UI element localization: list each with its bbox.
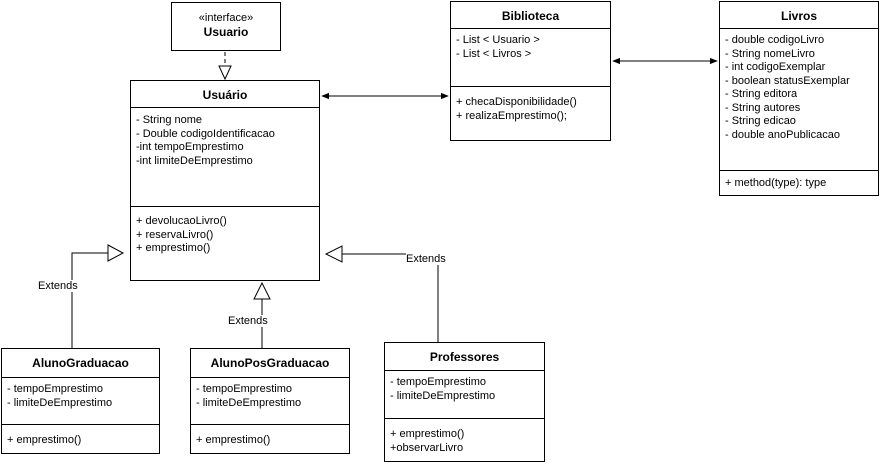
attribute: - String nome (136, 114, 203, 126)
class-livros-box: Livros - double codigoLivro - String nom… (719, 1, 879, 196)
interface-name: Usuario (203, 25, 249, 39)
attribute: - tempoEmprestimo (7, 383, 103, 395)
attribute: - double codigoLivro (725, 34, 825, 46)
attribute: -int tempoEmprestimo (136, 141, 244, 153)
class-aluno-pos-box: AlunoPosGraduacao - tempoEmprestimo - li… (190, 348, 350, 454)
class-biblioteca-methods: + checaDisponibilidade() + realizaEmpres… (451, 86, 610, 123)
attribute: - Double codigoIdentificacao (136, 127, 275, 140)
interface-usuario-box: «interface» Usuario (171, 2, 281, 51)
interface-stereotype: «interface» (198, 12, 254, 24)
attribute: -int limiteDeEmprestimo (136, 154, 253, 167)
class-usuario-attributes: - String nome - Double codigoIdentificac… (131, 107, 319, 168)
class-livros-attributes: - double codigoLivro - String nomeLivro … (720, 28, 878, 142)
class-aluno-pos-name: AlunoPosGraduacao (210, 356, 330, 370)
class-aluno-graduacao-box: AlunoGraduacao - tempoEmprestimo - limit… (1, 348, 160, 454)
attribute: - boolean statusExemplar (725, 74, 850, 87)
extends-label-right: Extends (406, 253, 446, 265)
method: + reservaLivro() (136, 228, 214, 241)
class-professores-attributes: - tempoEmprestimo - limiteDeEmprestimo (385, 370, 544, 403)
method: + emprestimo() (390, 428, 465, 440)
attribute: - tempoEmprestimo (196, 383, 292, 395)
method: + method(type): type (725, 177, 827, 189)
attribute: - String editora (725, 88, 798, 100)
generalization-right-line (342, 253, 439, 342)
class-aluno-pos-attributes: - tempoEmprestimo - limiteDeEmprestimo (191, 377, 349, 410)
attribute: - String edicao (725, 115, 796, 127)
class-professores-box: Professores - tempoEmprestimo - limiteDe… (384, 342, 545, 462)
attribute: - String autores (725, 101, 801, 114)
class-usuario-box: Usuário - String nome - Double codigoIde… (130, 80, 320, 281)
class-biblioteca-name: Biblioteca (501, 9, 560, 23)
class-professores-name: Professores (429, 350, 500, 364)
generalization-left-arrowhead (107, 244, 125, 262)
attribute: - List < Usuario > (456, 34, 540, 46)
class-aluno-graduacao-name: AlunoGraduacao (32, 356, 129, 370)
class-usuario-name: Usuário (202, 88, 248, 102)
class-aluno-pos-methods: + emprestimo() (191, 424, 349, 448)
attribute: - int codigoExemplar (725, 61, 826, 73)
method: + emprestimo() (196, 434, 271, 446)
class-aluno-graduacao-methods: + emprestimo() (2, 424, 159, 448)
method: + emprestimo() (7, 434, 82, 446)
generalization-mid-arrowhead (253, 281, 271, 300)
class-professores-methods: + emprestimo() +observarLivro (385, 418, 544, 455)
class-livros-methods: + method(type): type (720, 170, 878, 191)
attribute: - limiteDeEmprestimo (196, 396, 302, 409)
attribute: - List < Livros > (456, 47, 532, 60)
attribute: - limiteDeEmprestimo (7, 396, 113, 409)
method: + devolucaoLivro() (136, 215, 227, 227)
generalization-right-arrowhead (324, 245, 343, 263)
attribute: - double anoPublicacao (725, 128, 840, 141)
method: +observarLivro (390, 441, 464, 454)
class-biblioteca-attributes: - List < Usuario > - List < Livros > (451, 28, 610, 61)
generalization-left-line (71, 252, 108, 348)
method: + realizaEmprestimo(); (456, 109, 567, 122)
class-aluno-graduacao-attributes: - tempoEmprestimo - limiteDeEmprestimo (2, 377, 159, 410)
attribute: - limiteDeEmprestimo (390, 389, 496, 402)
extends-label-left: Extends (38, 280, 78, 292)
attribute: - tempoEmprestimo (390, 376, 486, 388)
extends-label-mid: Extends (228, 315, 268, 327)
attribute: - String nomeLivro (725, 47, 815, 60)
realization-arrowhead (218, 65, 232, 81)
class-livros-name: Livros (780, 9, 817, 23)
method: + checaDisponibilidade() (456, 96, 577, 108)
class-biblioteca-box: Biblioteca - List < Usuario > - List < L… (450, 1, 611, 141)
class-usuario-methods: + devolucaoLivro() + reservaLivro() + em… (131, 206, 319, 256)
method: + emprestimo() (136, 242, 211, 254)
